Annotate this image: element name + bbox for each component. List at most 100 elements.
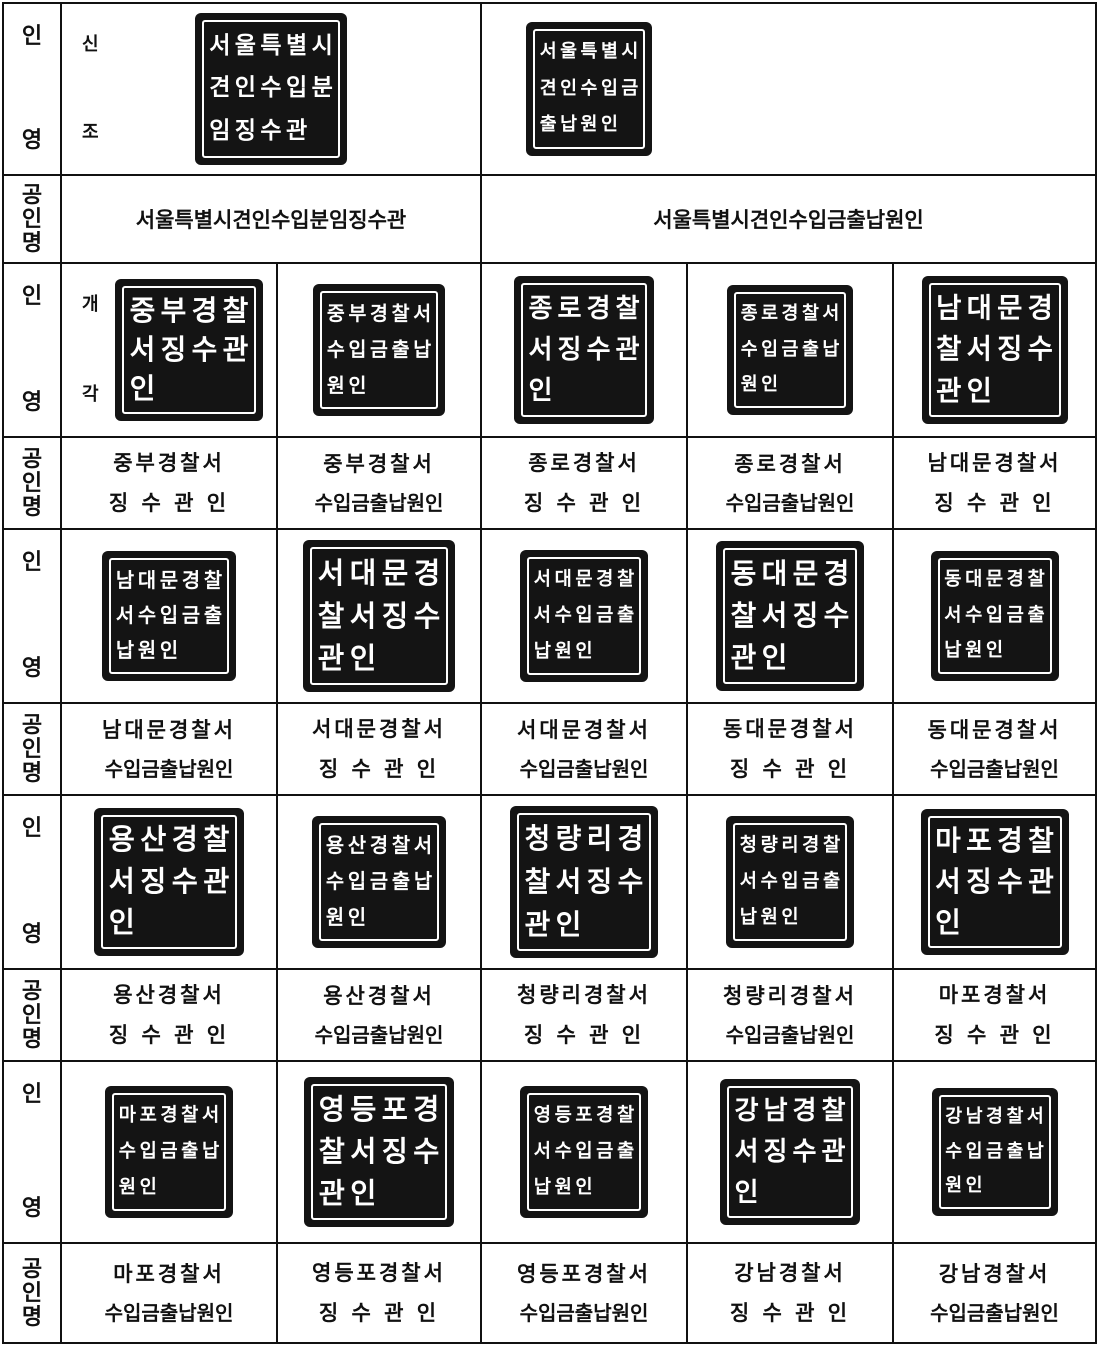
station-name: 강남경찰서 [734, 1260, 846, 1286]
station-name: 서대문경찰서 [517, 717, 651, 743]
seal-title: 수입금출납원인 [930, 1300, 1059, 1325]
seal-title: 수입금출납원인 [519, 756, 649, 781]
label-char: 인 [21, 735, 43, 762]
station-name: 남대문경찰서 [927, 450, 1062, 476]
label-char: 영 [21, 388, 43, 415]
station-name: 용산경찰서 [323, 983, 435, 1009]
label-char: 인 [21, 469, 43, 496]
label-char: 인 [21, 1081, 43, 1107]
station-name: 청량리경찰서 [723, 983, 857, 1009]
seal-title: 징 수 관 인 [729, 1300, 851, 1325]
label-char: 공 [21, 445, 43, 472]
label-char: 명 [21, 760, 43, 787]
label-char: 공 [21, 977, 43, 1004]
label-char: 영 [21, 1194, 43, 1221]
seal-title: 수입금출납원인 [104, 756, 234, 781]
label-char: 명 [21, 494, 43, 521]
seal-title: 징 수 관 인 [729, 756, 851, 781]
label-char: 인 [21, 815, 43, 841]
seal-title: 수입금출납원인 [314, 490, 444, 515]
seal-title: 징 수 관 인 [934, 1022, 1055, 1047]
seal-title: 징 수 관 인 [523, 490, 645, 515]
station-name: 영등포경찰서 [517, 1261, 651, 1287]
official-name-first-right: 서울특별시견인수입금출납원인 [479, 174, 1098, 264]
label-char: 인 [21, 23, 43, 49]
station-name: 동대문경찰서 [927, 717, 1062, 743]
label-official-name: 공 인 명 [2, 174, 62, 264]
label-char: 영 [21, 920, 43, 947]
station-name: 중부경찰서 [323, 451, 435, 477]
station-name: 남대문경찰서 [102, 717, 236, 743]
station-name: 강남경찰서 [938, 1261, 1051, 1287]
station-name: 영등포경찰서 [312, 1260, 446, 1286]
label-char: 인 [21, 283, 43, 309]
label-char: 명 [21, 230, 43, 257]
side-note-each-2: 각 [82, 384, 99, 405]
seal-title: 징 수 관 인 [318, 1300, 440, 1325]
label-char: 공 [21, 181, 43, 208]
label-char: 인 [21, 1001, 43, 1028]
station-name: 동대문경찰서 [723, 716, 857, 742]
station-name: 종로경찰서 [528, 450, 640, 476]
seal-title: 수입금출납원인 [104, 1300, 234, 1325]
side-note-new-1: 신 [82, 34, 99, 55]
official-name-first-left: 서울특별시견인수입분임징수관 [60, 174, 482, 264]
row-first-name: 공 인 명 서울특별시견인수입분임징수관 서울특별시견인수입금출납원인 [2, 174, 1098, 264]
